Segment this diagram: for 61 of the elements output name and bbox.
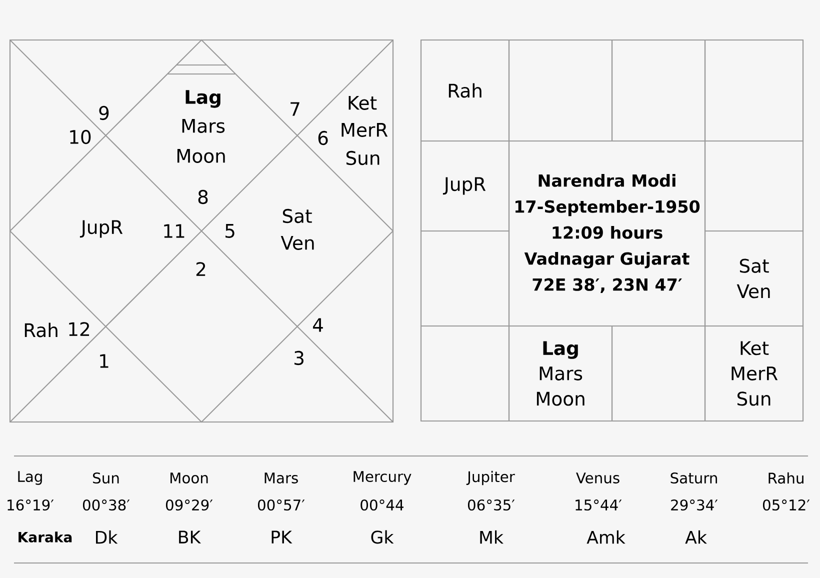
table-cell: Amk xyxy=(586,530,626,544)
table-cell: 00°57′ xyxy=(258,499,305,511)
chart-cell xyxy=(704,39,804,142)
house-number: 8 xyxy=(198,190,208,204)
planet-label: Sun xyxy=(346,150,380,166)
planet-label: Moon xyxy=(177,149,225,163)
house-number: 5 xyxy=(226,224,234,238)
table-header: Lag xyxy=(18,471,42,485)
table-cell: Dk xyxy=(96,530,118,544)
house-number: 6 xyxy=(318,130,328,146)
table-cell: 05°12′ xyxy=(762,499,810,511)
table-header: Saturn xyxy=(670,472,717,484)
chart-cell xyxy=(704,140,804,232)
birth-details-box: Narendra Modi 17-September-1950 12:09 hours Vadnagar Gujarat 72E 38′, 23N 47′ xyxy=(508,140,706,327)
planet-label: Lag xyxy=(186,90,220,108)
table-cell: PK xyxy=(272,530,292,544)
table-cell: 00°38′ xyxy=(82,499,130,511)
table-cell: Mk xyxy=(480,530,504,544)
table-cell: 15°44′ xyxy=(576,499,622,511)
table-cell: 00°44 xyxy=(360,499,404,511)
house-number: 1 xyxy=(100,354,108,368)
chart-cell xyxy=(611,39,706,142)
table-cell: Karaka xyxy=(18,532,72,542)
house-number: 2 xyxy=(196,262,206,276)
table-cell: 29°34′ xyxy=(671,499,718,511)
chart-cell xyxy=(611,325,706,422)
table-cell: BK xyxy=(179,530,201,544)
planet-label: Ven xyxy=(280,236,314,250)
chart-cell: Rah xyxy=(420,39,510,142)
planet-label: MerR xyxy=(342,123,388,137)
table-header: Jupiter xyxy=(466,470,515,486)
house-number: 7 xyxy=(290,102,300,116)
house-number: 9 xyxy=(99,106,109,120)
planet-label: Mars xyxy=(182,119,225,133)
table-header: Venus xyxy=(576,472,620,484)
table-header: Rahu xyxy=(768,472,804,484)
house-number: 10 xyxy=(70,130,91,144)
chart-cell xyxy=(420,230,510,327)
planet-label: Sat xyxy=(282,208,312,224)
planet-label: Ket xyxy=(348,96,377,110)
table-header: Mars xyxy=(264,472,298,484)
table-header: Mercury xyxy=(354,471,412,485)
table-cell: 16°19′ xyxy=(8,499,54,511)
table-cell: 06°35′ xyxy=(468,499,515,511)
chart-cell: Lag Mars Moon xyxy=(508,325,613,422)
chart-cell xyxy=(420,325,510,422)
table-header: Moon xyxy=(170,472,208,484)
chart-cell xyxy=(508,39,613,142)
planet-label: JupR xyxy=(80,220,123,238)
house-number: 4 xyxy=(312,318,323,332)
chart-cell: Ket MerR Sun xyxy=(704,325,804,422)
house-number: 3 xyxy=(294,350,304,366)
table-cell: Ak xyxy=(685,530,707,544)
table-cell: 09°29′ xyxy=(166,499,213,511)
house-number: 12 xyxy=(69,322,90,336)
chart-cell: JupR xyxy=(420,140,510,232)
planet-label: Rah xyxy=(24,322,58,338)
table-cell: Gk xyxy=(371,530,394,544)
chart-cell: Sat Ven xyxy=(704,230,804,327)
table-header: Sun xyxy=(93,472,119,484)
house-number: 11 xyxy=(164,224,184,238)
